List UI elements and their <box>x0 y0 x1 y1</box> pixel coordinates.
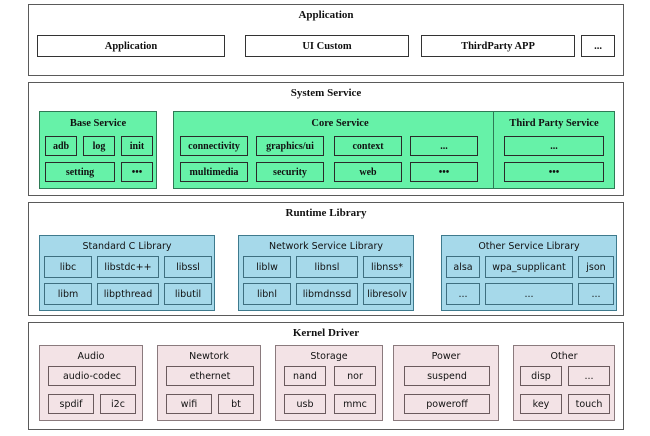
ethernet-box: ethernet <box>166 366 254 386</box>
base-more-box: ••• <box>121 162 153 182</box>
context-box: context <box>334 136 402 156</box>
security-box: security <box>256 162 324 182</box>
audio-title: Audio <box>77 351 105 362</box>
nor-box: nor <box>334 366 376 386</box>
other-service-library-title: Other Service Library <box>478 241 580 252</box>
third-party-ellipsis-box: ... <box>504 136 604 156</box>
nand-box: nand <box>284 366 326 386</box>
wifi-box: wifi <box>166 394 212 414</box>
libutil-box: libutil <box>164 283 212 305</box>
system-service-layer: System Service Base Service adb log init… <box>28 82 624 196</box>
mmc-box: mmc <box>334 394 376 414</box>
bt-box: bt <box>218 394 254 414</box>
multimedia-box: multimedia <box>180 162 248 182</box>
wpa-supplicant-box: wpa_supplicant <box>485 256 573 278</box>
connectivity-box: connectivity <box>180 136 248 156</box>
libpthread-box: libpthread <box>97 283 159 305</box>
libstdcpp-box: libstdc++ <box>97 256 159 278</box>
other-lib-ellipsis-2: ... <box>485 283 573 305</box>
core-more-box: ••• <box>410 162 478 182</box>
network-service-library-panel: Network Service Library liblw libnsl lib… <box>238 235 414 311</box>
json-box: json <box>578 256 614 278</box>
touch-box: touch <box>568 394 610 414</box>
core-service-panel: Core Service connectivity graphics/ui co… <box>173 111 507 189</box>
key-box: key <box>520 394 562 414</box>
standard-c-library-panel: Standard C Library libc libstdc++ libssl… <box>39 235 215 311</box>
graphics-ui-box: graphics/ui <box>256 136 324 156</box>
other-driver-ellipsis-box: ... <box>568 366 610 386</box>
system-service-title: System Service <box>290 87 362 99</box>
other-driver-title: Other <box>550 351 578 362</box>
application-more-box: ... <box>581 35 615 57</box>
power-title: Power <box>431 351 461 362</box>
other-lib-ellipsis-3: ... <box>578 283 614 305</box>
third-party-more-box: ••• <box>504 162 604 182</box>
core-ellipsis-box: ... <box>410 136 478 156</box>
kernel-driver-title: Kernel Driver <box>292 327 360 339</box>
poweroff-box: poweroff <box>404 394 490 414</box>
storage-panel: Storage nand nor usb mmc <box>275 345 383 421</box>
libresolv-box: libresolv <box>363 283 411 305</box>
libc-box: libc <box>44 256 92 278</box>
libssl-box: libssl <box>164 256 212 278</box>
ui-custom-box: UI Custom <box>245 35 409 57</box>
power-panel: Power suspend poweroff <box>393 345 499 421</box>
liblw-box: liblw <box>243 256 291 278</box>
adb-box: adb <box>45 136 77 156</box>
base-service-panel: Base Service adb log init setting ••• <box>39 111 157 189</box>
alsa-box: alsa <box>446 256 480 278</box>
init-box: init <box>121 136 153 156</box>
core-service-title: Core Service <box>311 118 369 129</box>
disp-box: disp <box>520 366 562 386</box>
spdif-box: spdif <box>48 394 94 414</box>
i2c-box: i2c <box>100 394 136 414</box>
libmdnssd-box: libmdnssd <box>296 283 358 305</box>
thirdparty-app-box: ThirdParty APP <box>421 35 575 57</box>
log-box: log <box>83 136 115 156</box>
other-driver-panel: Other disp ... key touch <box>513 345 615 421</box>
libm-box: libm <box>44 283 92 305</box>
network-panel: Newtork ethernet wifi bt <box>157 345 261 421</box>
network-title: Newtork <box>189 351 229 362</box>
application-layer: Application Application UI Custom ThirdP… <box>28 4 624 76</box>
application-layer-title: Application <box>298 9 354 21</box>
third-party-service-title: Third Party Service <box>509 118 599 129</box>
kernel-driver-layer: Kernel Driver Audio audio-codec spdif i2… <box>28 322 624 430</box>
application-box: Application <box>37 35 225 57</box>
audio-panel: Audio audio-codec spdif i2c <box>39 345 143 421</box>
usb-box: usb <box>284 394 326 414</box>
runtime-library-layer: Runtime Library Standard C Library libc … <box>28 202 624 316</box>
base-service-title: Base Service <box>69 118 127 129</box>
runtime-library-title: Runtime Library <box>285 207 367 219</box>
other-service-library-panel: Other Service Library alsa wpa_supplican… <box>441 235 617 311</box>
libnss-box: libnss* <box>363 256 411 278</box>
libnsl-box: libnsl <box>296 256 358 278</box>
storage-title: Storage <box>310 351 348 362</box>
audio-codec-box: audio-codec <box>48 366 136 386</box>
libnl-box: libnl <box>243 283 291 305</box>
setting-box: setting <box>45 162 115 182</box>
web-box: web <box>334 162 402 182</box>
standard-c-library-title: Standard C Library <box>82 241 172 252</box>
suspend-box: suspend <box>404 366 490 386</box>
network-service-library-title: Network Service Library <box>268 241 384 252</box>
other-lib-ellipsis-1: ... <box>446 283 480 305</box>
third-party-service-panel: Third Party Service ... ••• <box>493 111 615 189</box>
